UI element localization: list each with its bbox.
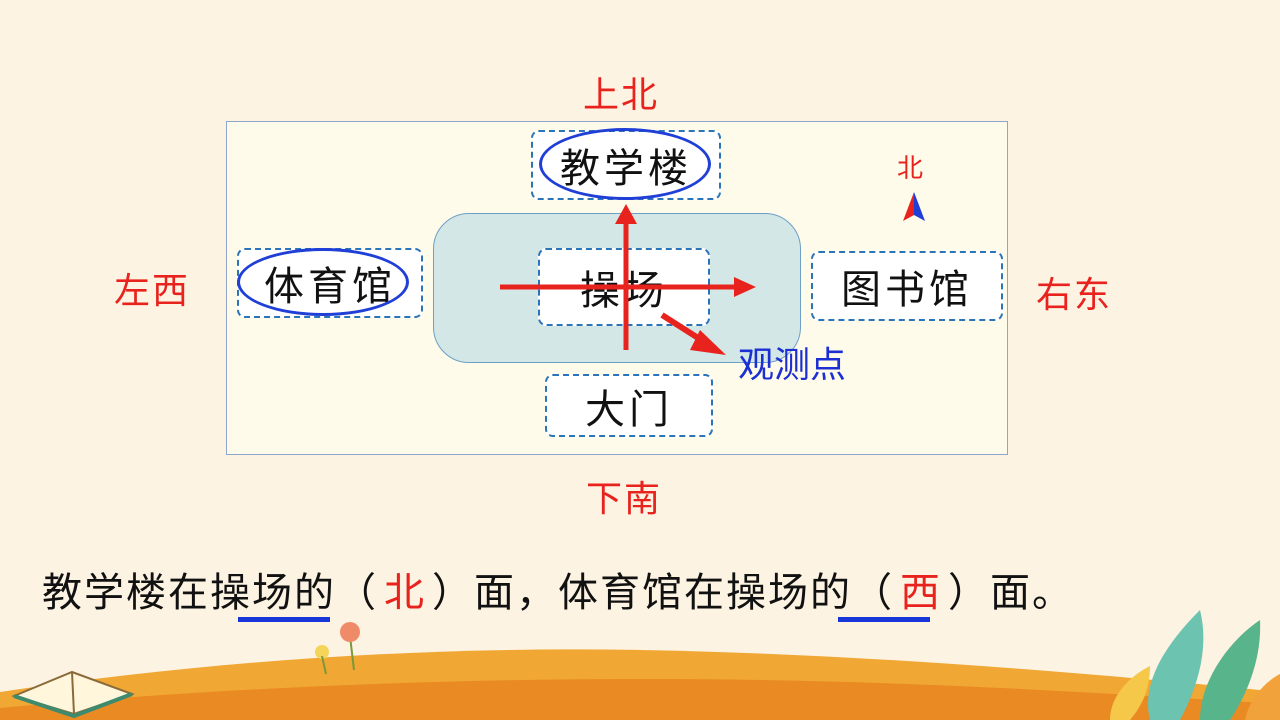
teaching-highlight-ring <box>539 128 711 200</box>
sentence-ref-1: 操场 <box>210 570 294 616</box>
answer-1: 北 <box>384 570 426 616</box>
building-playground-label: 操场 <box>580 258 668 316</box>
sentence-part-3: ）面，体育馆在 <box>432 570 726 616</box>
compass-north-label: 北 <box>897 154 924 184</box>
book-icon <box>11 670 135 719</box>
direction-west-label: 左西 <box>114 271 191 312</box>
question-sentence: 教学楼在操场的（北）面，体育馆在操场的（西）面。 <box>42 560 1074 618</box>
observe-pointer-arrow <box>660 312 726 355</box>
ref-2-underline <box>838 617 930 622</box>
sentence-part-1: 教学楼在 <box>42 570 210 616</box>
flower-icon <box>315 622 360 675</box>
north-arrow <box>615 204 637 350</box>
direction-north-label: 上北 <box>583 75 660 116</box>
decorative-footer <box>0 610 1280 720</box>
building-library: 图书馆 <box>811 251 1003 321</box>
building-gate-label: 大门 <box>585 386 673 433</box>
answer-2: 西 <box>900 570 942 616</box>
sentence-part-2: 的（ <box>294 570 378 616</box>
north-compass-icon <box>903 192 925 221</box>
observation-point-label: 观测点 <box>738 345 847 386</box>
direction-south-label: 下南 <box>586 479 663 520</box>
gym-highlight-ring <box>237 248 409 316</box>
leaves-icon <box>1110 610 1280 720</box>
sentence-part-4: 的（ <box>810 570 894 616</box>
ref-1-underline <box>238 617 330 622</box>
direction-east-label: 右东 <box>1036 275 1113 316</box>
building-gate: 大门 <box>545 374 713 437</box>
east-arrow <box>500 277 756 297</box>
sentence-ref-2: 操场 <box>726 570 810 616</box>
building-library-label: 图书馆 <box>841 267 973 313</box>
sentence-part-5: ）面。 <box>948 570 1074 616</box>
